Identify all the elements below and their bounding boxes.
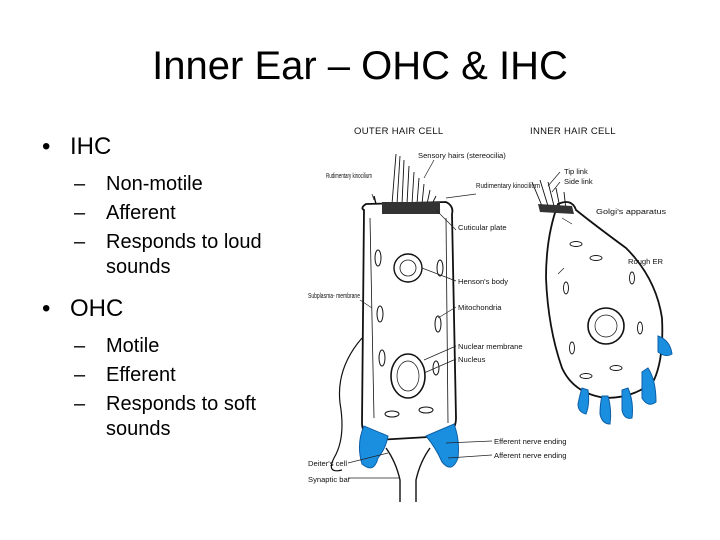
bullet-heading-ihc: IHC — [70, 133, 112, 160]
ihc-item: Responds to loud sounds — [74, 230, 302, 280]
label-subplasma: Subplasma- membrane — [308, 291, 360, 300]
label-efferent-ending: Efferent nerve ending — [494, 437, 566, 446]
label-nucleus: Nucleus — [458, 355, 486, 364]
label-nuclear-membrane: Nuclear membrane — [458, 342, 523, 351]
inner-hair-cell-heading: INNER HAIR CELL — [530, 126, 616, 137]
label-rough-er: Rough ER — [628, 257, 664, 266]
bullet-list: IHC Non-motile Afferent Responds to loud… — [42, 132, 302, 456]
label-golgi: Golgi's apparatus — [596, 207, 666, 216]
ihc-organelles — [563, 241, 643, 379]
label-sensory-hairs: Sensory hairs (stereocilia) — [418, 151, 506, 160]
ihc-item: Afferent — [74, 201, 302, 226]
ihc-nucleus-inner — [594, 314, 618, 338]
ohc-afferent-nerve-ending — [425, 423, 459, 468]
slide-title: Inner Ear – OHC & IHC — [152, 44, 568, 88]
ohc-efferent-nerve-ending — [358, 425, 389, 469]
outer-hair-cell-heading: OUTER HAIR CELL — [354, 126, 444, 137]
deiters-cell — [385, 447, 431, 502]
inner-hair-cell-body — [545, 201, 664, 399]
ihc-item: Non-motile — [74, 172, 302, 197]
outer-hair-cell-body — [361, 201, 457, 441]
label-synaptic-bar: Synaptic bar — [308, 475, 351, 484]
ihc-cuticular-plate — [538, 204, 574, 214]
label-side-link: Side link — [564, 177, 593, 186]
ohc-kinocilium — [373, 195, 377, 205]
label-deiters-cell: Deiter's cell — [308, 459, 347, 468]
ihc-sublist: Non-motile Afferent Responds to loud sou… — [70, 172, 302, 280]
label-cuticular-plate: Cuticular plate — [458, 223, 507, 232]
label-rudimentary-kinocilium-left: Rudimentary kinocilium — [326, 171, 372, 180]
label-afferent-ending: Afferent nerve ending — [494, 451, 566, 460]
ohc-stereocilia — [391, 153, 437, 205]
bullet-heading-ohc: OHC — [70, 295, 124, 322]
ohc-subplasma-membrane — [369, 217, 449, 424]
label-rudimentary-kinocilium-left-text: Rudimentary kinocilium — [326, 171, 372, 180]
ihc-stereocilia — [531, 179, 567, 211]
ohc-nucleus-inner — [396, 360, 420, 392]
ohc-item: Motile — [74, 334, 302, 359]
ihc-nucleus — [587, 307, 625, 345]
ohc-nucleus — [390, 353, 426, 399]
ohc-mitochondria — [374, 249, 444, 418]
ohc-sublist: Motile Efferent Responds to soft sounds — [70, 334, 302, 442]
subplasma-loop — [330, 337, 363, 472]
ohc-henson-body-inner — [399, 259, 417, 277]
ohc-item: Efferent — [74, 363, 302, 388]
label-rudimentary-kinocilium-mid: Rudimentary kinocilium — [476, 181, 540, 190]
bullet-ohc: OHC Motile Efferent Responds to soft sou… — [42, 294, 302, 442]
label-tip-link: Tip link — [564, 167, 588, 176]
bullet-ihc: IHC Non-motile Afferent Responds to loud… — [42, 132, 302, 280]
hair-cell-diagram: OUTER HAIR CELL INNER HAIR CELL Sensory … — [296, 118, 720, 513]
hair-cell-illustration: OUTER HAIR CELL INNER HAIR CELL Sensory … — [308, 126, 673, 502]
ohc-item: Responds to soft sounds — [74, 392, 302, 442]
ihc-nerve-endings — [577, 335, 673, 425]
ohc-henson-body — [393, 253, 423, 283]
label-hensons-body: Henson's body — [458, 277, 508, 286]
ohc-cuticular-plate — [382, 202, 440, 214]
leader-lines — [347, 159, 573, 479]
label-mitochondria: Mitochondria — [458, 303, 502, 312]
